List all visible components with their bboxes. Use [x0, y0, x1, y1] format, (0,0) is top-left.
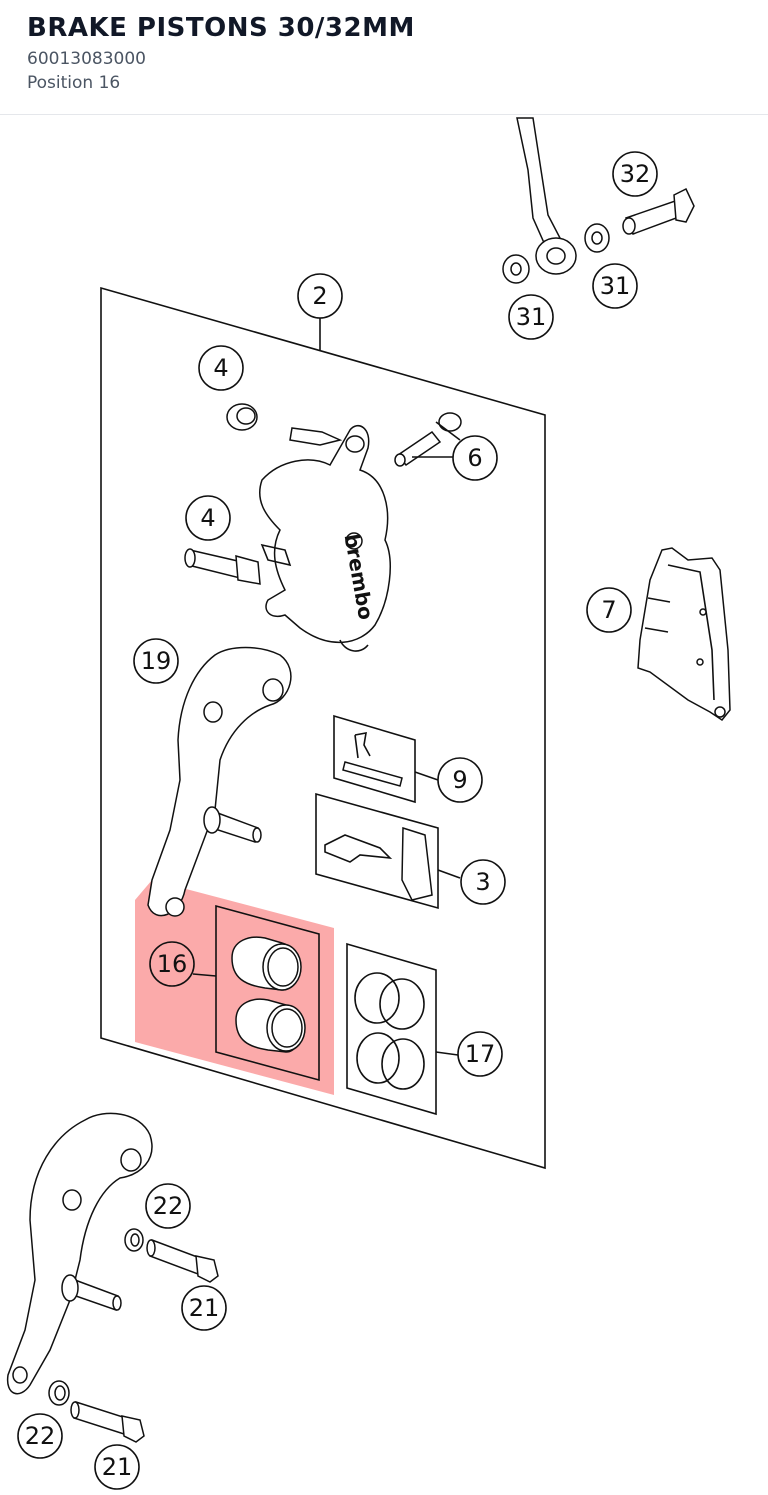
- bolt-21-lower: [70, 1401, 145, 1443]
- callout-16[interactable]: 16: [149, 941, 195, 987]
- bleed-nipple-cap: [226, 403, 258, 431]
- svg-text:21: 21: [102, 1453, 133, 1481]
- svg-text:6: 6: [467, 444, 482, 472]
- svg-text:31: 31: [516, 303, 547, 331]
- seal-kit-17: [346, 942, 459, 1116]
- svg-text:4: 4: [213, 354, 228, 382]
- callout-31-left[interactable]: 31: [508, 294, 554, 340]
- callout-22-lower[interactable]: 22: [17, 1413, 63, 1459]
- svg-text:19: 19: [141, 647, 172, 675]
- part-title: BRAKE PISTONS 30/32MM: [27, 13, 415, 43]
- callout-7[interactable]: 7: [586, 587, 632, 633]
- callout-9[interactable]: 9: [437, 757, 483, 803]
- svg-text:2: 2: [312, 282, 327, 310]
- kit-box-2: [100, 286, 546, 1170]
- svg-text:4: 4: [200, 504, 215, 532]
- callout-31-right[interactable]: 31: [592, 263, 638, 309]
- bolt-4: [184, 548, 261, 585]
- svg-text:22: 22: [153, 1192, 184, 1220]
- brake-hose: [502, 117, 695, 284]
- callout-3[interactable]: 3: [460, 859, 506, 905]
- exploded-diagram: .ln { fill:none; stroke:#111; stroke-wid…: [0, 115, 768, 1491]
- brake-caliper: brembo: [259, 425, 391, 652]
- brake-pad: [637, 547, 731, 722]
- callout-21-upper[interactable]: 21: [181, 1285, 227, 1331]
- svg-text:16: 16: [157, 950, 188, 978]
- callout-21-lower[interactable]: 21: [94, 1444, 140, 1490]
- svg-text:9: 9: [452, 766, 467, 794]
- bleed-valve: [394, 412, 462, 467]
- diagram-canvas: .ln { fill:none; stroke:#111; stroke-wid…: [6, 117, 731, 1490]
- callout-22-upper[interactable]: 22: [145, 1183, 191, 1229]
- washer-22-lower: [48, 1380, 70, 1406]
- callout-6[interactable]: 6: [452, 435, 498, 481]
- svg-text:7: 7: [601, 596, 616, 624]
- bolt-21-upper: [146, 1238, 219, 1283]
- svg-text:31: 31: [600, 272, 631, 300]
- washer-22-upper: [124, 1228, 144, 1252]
- callout-17[interactable]: 17: [457, 1031, 503, 1077]
- svg-text:17: 17: [465, 1040, 496, 1068]
- part-header: BRAKE PISTONS 30/32MM 60013083000 Positi…: [0, 0, 768, 115]
- lower-bracket: [6, 1112, 153, 1395]
- pistons-16[interactable]: [192, 904, 320, 1082]
- svg-text:22: 22: [25, 1422, 56, 1450]
- svg-text:3: 3: [475, 868, 490, 896]
- position-label: Position 16: [27, 73, 121, 93]
- pin-kit-9: [333, 714, 439, 804]
- svg-text:21: 21: [189, 1294, 220, 1322]
- callout-32[interactable]: 32: [612, 151, 658, 197]
- callout-4-lower[interactable]: 4: [185, 495, 231, 541]
- svg-text:32: 32: [620, 160, 651, 188]
- callout-4-upper[interactable]: 4: [198, 345, 244, 391]
- part-number: 60013083000: [27, 49, 146, 69]
- callout-19[interactable]: 19: [133, 638, 179, 684]
- caliper-bracket-19: [147, 646, 292, 917]
- spring-kit-3: [315, 792, 461, 910]
- callout-2[interactable]: 2: [297, 273, 343, 319]
